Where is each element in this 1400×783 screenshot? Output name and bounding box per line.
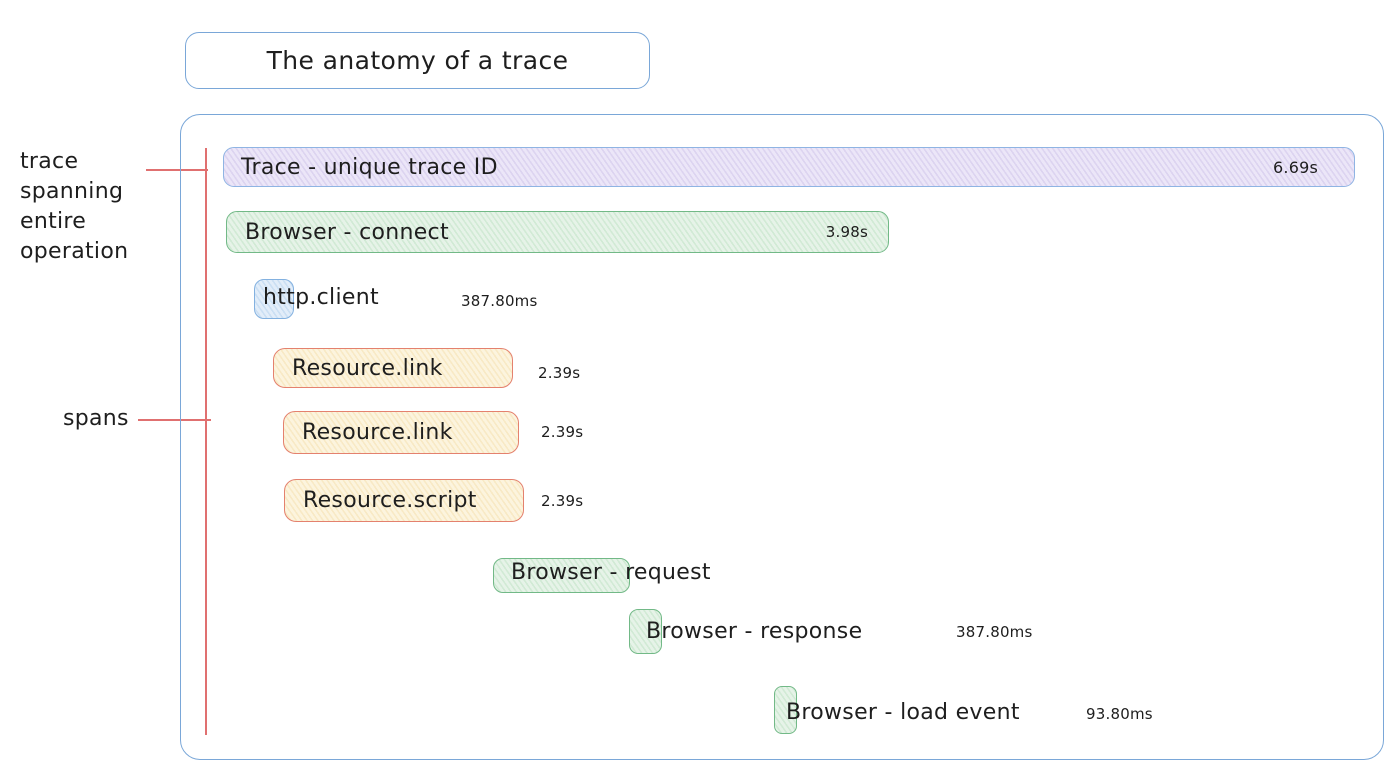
annotation-trace-line: spanning	[20, 179, 124, 204]
span-duration: 387.80ms	[956, 623, 1033, 641]
span-label: Resource.link	[302, 420, 453, 445]
annotation-spans: spans	[63, 406, 129, 431]
span-label: Browser - load event	[786, 700, 1020, 725]
diagram-title: The anatomy of a trace	[266, 46, 569, 75]
connector-line-trace	[146, 169, 208, 171]
span-bar-resource-script: Resource.script	[284, 479, 524, 522]
span-label: Trace - unique trace ID	[241, 154, 498, 180]
span-duration: 6.69s	[1273, 157, 1318, 177]
annotation-trace-line: operation	[20, 239, 129, 264]
span-bar-http-client	[254, 279, 294, 319]
span-duration: 2.39s	[541, 492, 584, 510]
span-bar-browser-response	[629, 609, 662, 654]
span-bar-resource-link-1: Resource.link	[273, 348, 513, 388]
span-bar-trace: Trace - unique trace ID 6.69s	[223, 147, 1355, 187]
connector-line-spans	[138, 419, 211, 421]
span-bar-browser-connect: Browser - connect 3.98s	[226, 211, 889, 253]
connector-line-vertical	[205, 148, 207, 735]
span-duration: 2.39s	[538, 364, 581, 382]
span-duration: 93.80ms	[1086, 705, 1153, 723]
span-bar-resource-link-2: Resource.link	[283, 411, 519, 454]
span-label: Resource.script	[303, 488, 477, 513]
span-label: Browser - connect	[245, 219, 449, 245]
span-label: http.client	[263, 285, 379, 310]
title-box: The anatomy of a trace	[185, 32, 650, 89]
annotation-trace-line: trace	[20, 149, 79, 174]
trace-frame: Trace - unique trace ID 6.69s Browser - …	[180, 114, 1384, 760]
span-label: Browser - request	[511, 560, 711, 585]
span-duration: 387.80ms	[461, 292, 538, 310]
span-bar-browser-request	[493, 558, 630, 593]
annotation-trace-line: entire	[20, 209, 87, 234]
span-duration: 2.39s	[541, 423, 584, 441]
span-label: Browser - response	[646, 619, 863, 644]
annotation-trace-spanning: trace spanning entire operation	[20, 147, 128, 267]
span-duration: 3.98s	[825, 223, 868, 241]
span-bar-browser-load-event	[774, 686, 797, 734]
span-label: Resource.link	[292, 355, 443, 381]
